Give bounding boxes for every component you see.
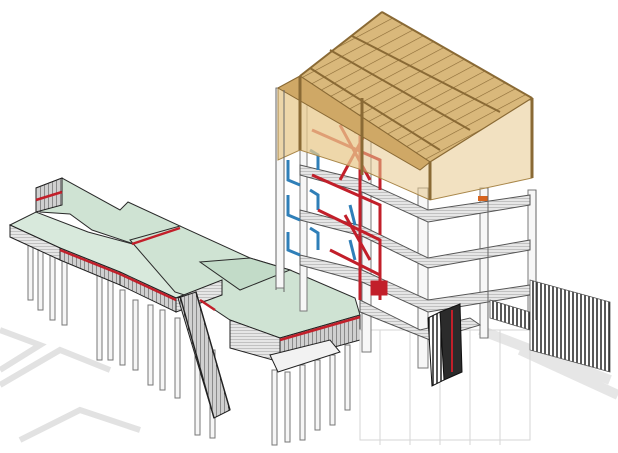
- tower-blue-steel: [286, 148, 357, 261]
- ghost-context-left: [0, 327, 141, 443]
- left-wing-steel: [35, 190, 361, 342]
- stair-ramp: [177, 291, 231, 419]
- stair-core: [427, 303, 463, 387]
- tower-outline: [275, 88, 537, 338]
- ghost-context-right: [478, 325, 618, 400]
- roof-timber: [276, 11, 534, 201]
- bar-fence-right: [489, 279, 611, 373]
